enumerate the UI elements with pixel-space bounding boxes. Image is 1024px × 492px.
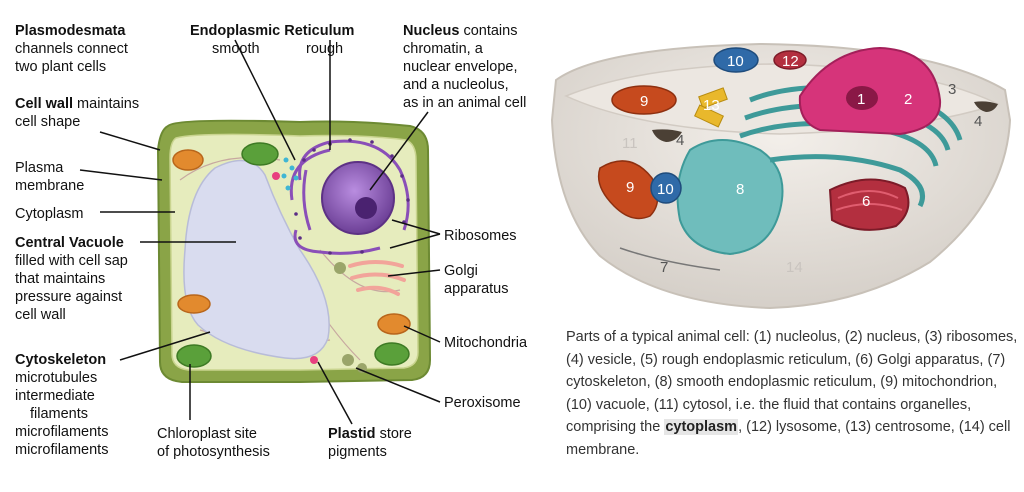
label-nucleus-desc-1: chromatin, a — [403, 41, 484, 57]
marker-3: 3 — [948, 81, 956, 98]
plant-ribosomes — [334, 262, 367, 373]
plant-nucleus — [321, 161, 395, 235]
animal-mitochondrion-left — [597, 160, 659, 220]
label-plastid: Plastid store — [328, 426, 412, 442]
label-golgi-1: Golgi — [444, 263, 478, 279]
label-central-vacuole: Central Vacuole — [15, 235, 124, 251]
label-cell-wall-desc: cell shape — [15, 114, 80, 130]
label-endoplasmic-reticulum: Endoplasmic Reticulum — [190, 23, 354, 39]
animal-cell: 1 2 3 4 4 6 7 8 9 9 10 10 11 12 13 14 — [550, 42, 1012, 310]
plant-golgi — [348, 260, 406, 296]
label-cytoplasm: Cytoplasm — [15, 206, 84, 222]
label-cell-wall: Cell wall maintains — [15, 96, 139, 112]
marker-2: 2 — [904, 91, 912, 108]
label-plasmodesmata: Plasmodesmata — [15, 23, 126, 39]
animal-vesicle-right — [974, 101, 998, 112]
label-plasma: Plasma — [15, 160, 64, 176]
leader-lines — [79, 39, 441, 425]
marker-4-right: 4 — [974, 113, 982, 130]
rough-er-ribosomes — [294, 138, 410, 255]
animal-golgi — [828, 178, 910, 231]
label-ribosomes: Ribosomes — [444, 228, 517, 244]
label-vacuole-desc-2: that maintains — [15, 271, 105, 287]
marker-4-left: 4 — [676, 132, 684, 149]
label-cytoskeleton-1: microtubules — [15, 370, 97, 386]
label-plasmodesmata-desc-1: channels connect — [15, 41, 128, 57]
label-chloroplast-2: of photosynthesis — [157, 444, 270, 460]
marker-1: 1 — [857, 91, 865, 108]
label-nucleus-desc-2: nuclear envelope, — [403, 59, 517, 75]
label-vacuole-desc-3: pressure against — [15, 289, 122, 305]
label-vacuole-desc-1: filled with cell sap — [15, 253, 128, 269]
label-cytoskeleton-3: filaments — [30, 406, 88, 422]
chloroplasts — [176, 142, 410, 368]
marker-12: 12 — [782, 53, 799, 70]
marker-13: 13 — [703, 97, 720, 114]
marker-11: 11 — [622, 135, 638, 152]
animal-vacuole-left — [650, 172, 682, 204]
animal-smooth-er — [676, 139, 784, 256]
marker-10-top: 10 — [727, 53, 744, 70]
marker-10-left: 10 — [657, 181, 674, 198]
animal-nucleolus — [846, 86, 878, 110]
plant-mitochondria — [172, 149, 411, 335]
caption-highlight: cytoplasm — [664, 419, 739, 435]
label-nucleus: Nucleus contains — [403, 23, 517, 39]
animal-vacuole-top — [713, 47, 759, 73]
marker-9-top: 9 — [640, 93, 648, 110]
label-golgi-2: apparatus — [444, 281, 509, 297]
animal-centrosome — [694, 87, 728, 128]
plasmodesmata-dot — [272, 172, 280, 180]
caption-text-end: , (12) lysosome, (13) centrosome, (14) c… — [566, 419, 1011, 458]
smooth-er — [281, 157, 299, 191]
label-membrane: membrane — [15, 178, 84, 194]
label-er-rough: rough — [306, 41, 343, 57]
label-er-smooth: smooth — [212, 41, 260, 57]
label-cytoskeleton-2: intermediate — [15, 388, 95, 404]
animal-mitochondrion-top — [611, 85, 677, 115]
label-vacuole-desc-4: cell wall — [15, 307, 66, 323]
plastid — [310, 356, 318, 364]
label-plastid-desc: pigments — [328, 444, 387, 460]
plant-cell: Plasmodesmata channels connect two plant… — [15, 23, 528, 460]
animal-vesicle-left — [652, 129, 682, 142]
marker-9-left: 9 — [626, 179, 634, 196]
marker-7: 7 — [660, 259, 668, 276]
label-cytoskeleton: Cytoskeleton — [15, 352, 106, 368]
animal-cell-caption: Parts of a typical animal cell: (1) nucl… — [566, 326, 1018, 461]
label-nucleus-desc-4: as in an animal cell — [403, 95, 526, 111]
central-vacuole — [183, 159, 330, 360]
marker-8: 8 — [736, 181, 744, 198]
label-cytoskeleton-4: microfilaments — [15, 424, 108, 440]
marker-6: 6 — [862, 193, 870, 210]
plant-nucleolus — [355, 197, 377, 219]
label-peroxisome: Peroxisome — [444, 395, 521, 411]
label-cytoskeleton-5: microfilaments — [15, 442, 108, 458]
animal-cytoskeleton — [619, 247, 721, 271]
marker-14: 14 — [786, 259, 803, 276]
label-nucleus-desc-3: and a nucleolus, — [403, 77, 509, 93]
label-plasmodesmata-desc-2: two plant cells — [15, 59, 106, 75]
label-mitochondria: Mitochondria — [444, 335, 528, 351]
label-chloroplast-1: Chloroplast site — [157, 426, 257, 442]
animal-lysosome — [773, 50, 807, 70]
caption-text-start: Parts of a typical animal cell: (1) nucl… — [566, 329, 1018, 435]
